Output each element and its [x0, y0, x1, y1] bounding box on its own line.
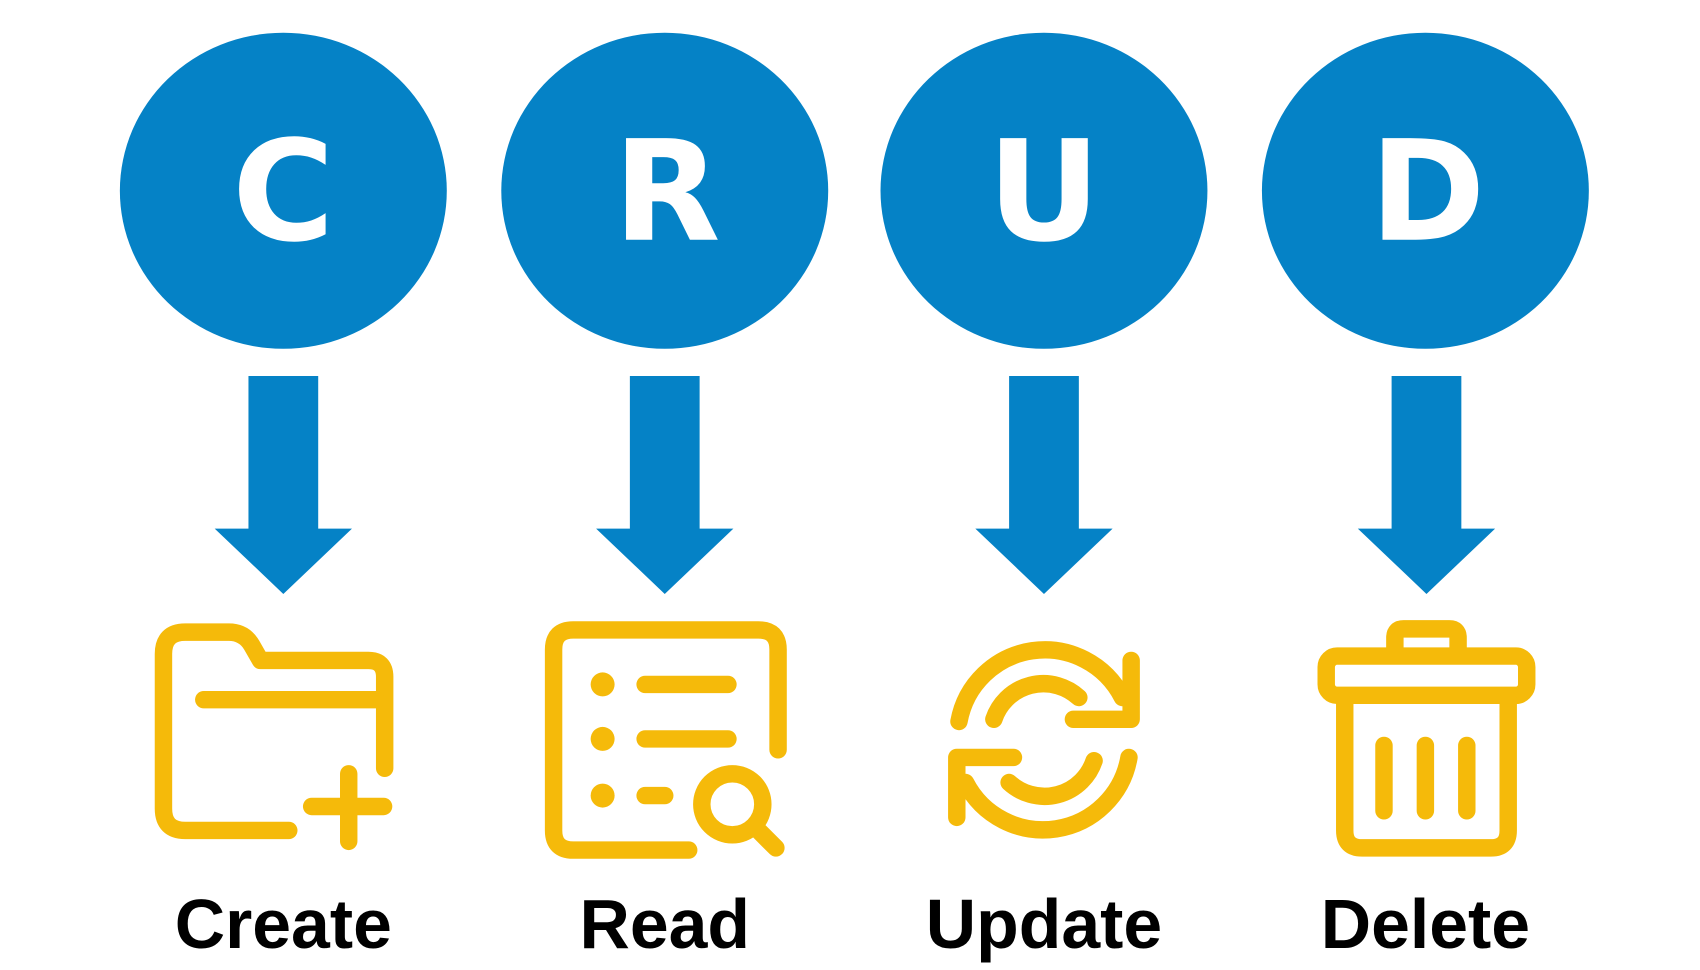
down-arrow-icon [596, 376, 734, 594]
crud-column-delete: D Delete [1261, 32, 1589, 963]
down-arrow-icon [214, 376, 352, 594]
refresh-icon [948, 641, 1140, 839]
label-delete: Delete [1321, 885, 1530, 963]
letter-r: R [613, 111, 720, 273]
folder-plus-icon [154, 623, 394, 851]
letter-circle [1261, 32, 1589, 349]
label-update: Update [926, 885, 1162, 963]
letter-c: C [232, 111, 334, 273]
label-read: Read [579, 885, 750, 963]
label-create: Create [175, 885, 392, 963]
crud-column-update: U Update [880, 32, 1208, 963]
list-bullets [590, 672, 615, 808]
document-search-icon [544, 621, 787, 859]
letter-circle [501, 32, 829, 349]
letter-circle [880, 32, 1208, 349]
letter-d: D [1370, 111, 1486, 273]
letter-circle [119, 32, 447, 349]
down-arrow-icon [1357, 376, 1496, 594]
crud-column-create: C Create [119, 32, 447, 963]
letter-u: U [987, 111, 1100, 273]
trash-icon [1317, 620, 1536, 857]
down-arrow-icon [975, 376, 1113, 594]
crud-column-read: R Read [501, 32, 829, 963]
